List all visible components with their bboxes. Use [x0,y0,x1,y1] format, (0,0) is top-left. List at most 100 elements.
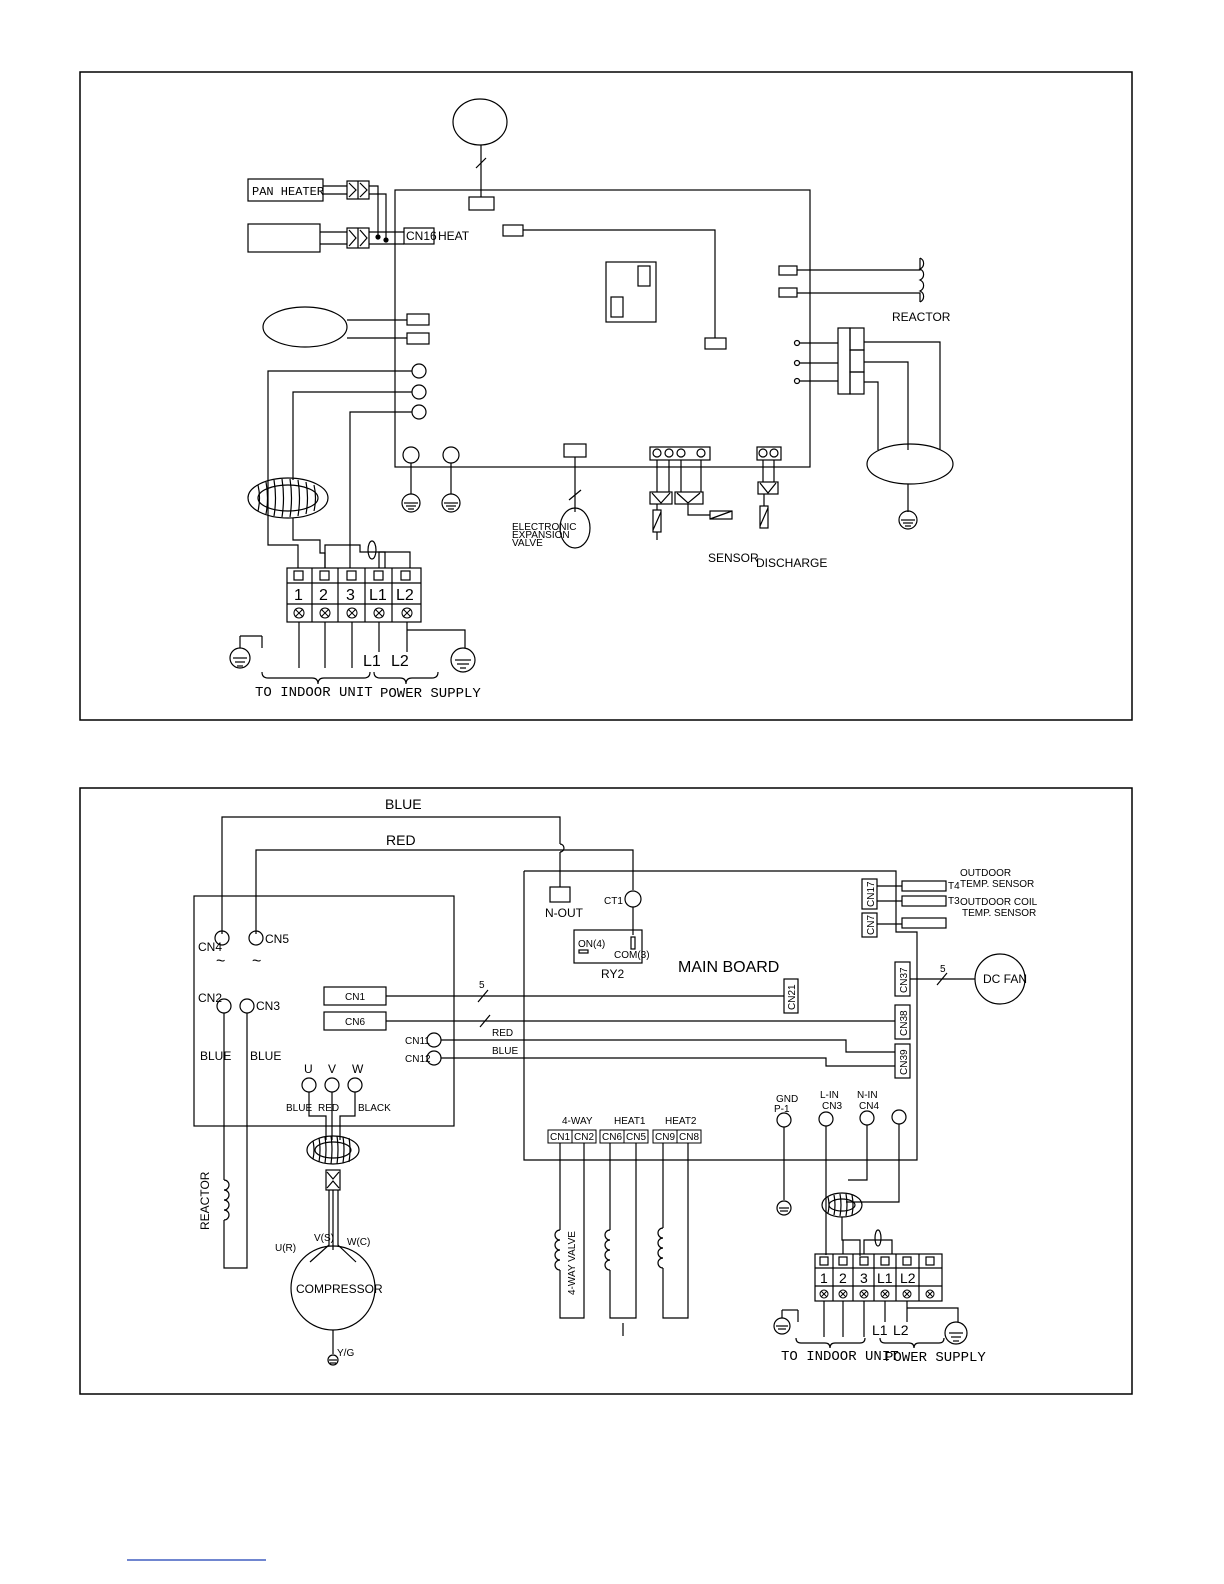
to-indoor-unit-label-bottom: TO INDOOR UNIT [781,1349,899,1365]
blue-label-cn2: BLUE [200,1049,231,1063]
wiring-diagram-top: PAN HEATER CN16 HEAT [79,71,1133,721]
l2-label-top: L2 [391,653,409,670]
ferrite-core [247,477,329,519]
l-in-label: L-IN [820,1090,839,1101]
ry2-relay [573,929,643,964]
terminal-3-label-b: 3 [860,1270,868,1286]
wiring-diagram-bottom: BLUE RED CN4 CN5 ~ ~ CN2 CN3 BLUE BLUE R… [79,787,1133,1395]
reactor-coil-top [918,257,925,303]
inverter-module [193,895,455,1127]
dc-fan-label: DC FAN [983,972,1027,986]
reactor-label-bottom: REACTOR [198,1171,212,1230]
terminal-1-label: 1 [294,587,303,604]
l2-label-bottom: L2 [893,1322,909,1338]
five-wire-label-a: 5 [479,980,485,991]
cn1-label: CN1 [345,992,365,1003]
terminal-2-label-b: 2 [839,1270,847,1286]
to-indoor-unit-label-top: TO INDOOR UNIT [255,685,373,701]
w-label: W [352,1062,364,1076]
on4-label: ON(4) [578,939,605,950]
diagram-frame-bottom [79,787,1133,1395]
cn39-label: CN39 [899,1049,910,1075]
power-supply-label-top: POWER SUPPLY [380,686,481,702]
cn38-connector [894,1004,911,1040]
n-in-label: N-IN [857,1090,878,1101]
blue-wire-label-top: BLUE [385,796,422,812]
heat1-label: HEAT1 [614,1116,646,1127]
cn17-connector [861,878,878,910]
heat2-label: HEAT2 [665,1116,697,1127]
heat-label: HEAT [438,229,470,243]
terminal-l1-label-b: L1 [877,1270,893,1286]
vs-label: V(S) [314,1233,334,1244]
red-wire-label-mid: RED [492,1028,513,1039]
t4-label: T4 [948,881,960,892]
l1-label-top: L1 [363,653,381,670]
ur-label: U(R) [275,1243,296,1254]
four-way-label: 4-WAY [562,1116,593,1127]
red-v-label: RED [318,1103,339,1114]
discharge-label: DISCHARGE [756,556,827,570]
n-in-cn4-label: CN4 [859,1101,879,1112]
cn7-label: CN7 [866,915,877,935]
pan-heater-box [247,178,324,202]
p1-label: P-1 [774,1104,790,1115]
red-wire-label-top: RED [386,832,416,848]
cn12-label: CN12 [405,1054,431,1065]
cn38-label: CN38 [899,1010,910,1036]
eev-label-1: ELECTRONIC [512,522,576,533]
motor-oval-left [262,306,348,348]
yg-label: Y/G [337,1348,354,1359]
diagram-frame-top [79,71,1133,721]
n-out-label: N-OUT [545,906,584,920]
eev-label-2: EXPANSION [512,530,570,541]
l1-label-bottom: L1 [872,1322,888,1338]
cn21-label: CN21 [787,984,798,1010]
fan-motor-oval [452,98,508,146]
ry2-label: RY2 [601,967,624,981]
reactor-label-top: REACTOR [892,310,951,324]
svg-text:~: ~ [216,953,225,970]
l-in-cn3-label: CN3 [822,1101,842,1112]
four-way-valve-label: 4-WAY VALVE [567,1231,578,1295]
c-cn6-label: CN6 [602,1132,622,1143]
cn37-label: CN37 [899,967,910,993]
five-wire-label-b: 5 [940,964,946,975]
terminal-block-bottom: 1 2 3 L1 L2 [814,1253,943,1302]
ic-chip [605,261,657,323]
ferrite-core-power [821,1192,863,1218]
svg-text:~: ~ [252,953,261,970]
cn16-connector [403,227,435,245]
c-cn1-label: CN1 [550,1132,570,1143]
c-cn9-label: CN9 [655,1132,675,1143]
pcb-board [394,189,811,468]
sensor-label: SENSOR [708,551,759,565]
cn21-connector [783,978,799,1014]
compressor-label: COMPRESSOR [296,1282,383,1296]
c-cn5-label: CN5 [626,1132,646,1143]
power-supply-label-bottom: POWER SUPPLY [885,1350,986,1366]
c-cn8-label: CN8 [679,1132,699,1143]
blue-label-cn3: BLUE [250,1049,281,1063]
cn4-label: CN4 [198,940,222,954]
c-cn2-label: CN2 [574,1132,594,1143]
black-w-label: BLACK [358,1103,391,1114]
terminal-2-label: 2 [319,587,328,604]
cn6-label: CN6 [345,1017,365,1028]
eev-label-3: VALVE [512,538,543,549]
cn2-label: CN2 [198,991,222,1005]
terminal-l2-label-b: L2 [900,1270,916,1286]
terminal-1-label-b: 1 [820,1270,828,1286]
cn11-label: CN11 [405,1036,430,1047]
connector-top [468,196,495,211]
cn39-connector [894,1043,911,1079]
compressor-oval-top [866,443,954,485]
cn5-label: CN5 [265,932,289,946]
outdoor-coil-label-2: TEMP. SENSOR [962,908,1036,919]
blue-u-label: BLUE [286,1103,312,1114]
terminal-l1-label: L1 [369,587,387,604]
heater-box-2 [247,223,321,253]
terminal-l2-label: L2 [396,587,414,604]
eev-oval [559,507,591,549]
